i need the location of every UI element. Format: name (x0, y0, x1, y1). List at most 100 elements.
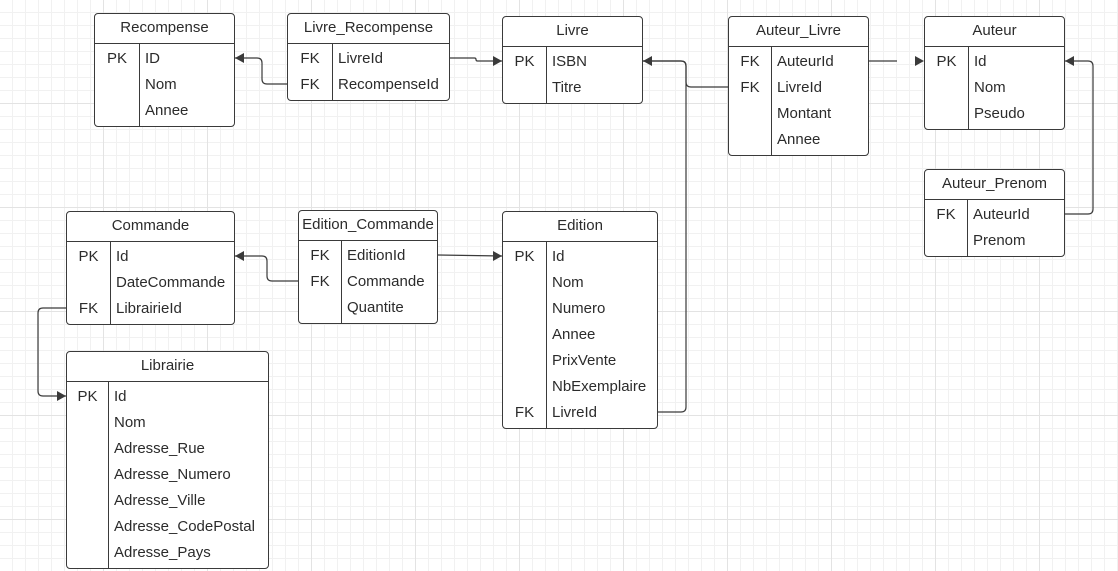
key-marker: PK (106, 50, 127, 67)
attribute-name[interactable]: AuteurId (777, 53, 834, 70)
attribute-name[interactable]: Id (116, 248, 129, 265)
key-marker (67, 488, 108, 514)
key-marker (67, 270, 110, 296)
key-marker: FK (740, 79, 760, 96)
attribute-name[interactable]: Id (552, 248, 565, 265)
key-marker (299, 295, 341, 321)
key-marker: PK (514, 53, 535, 70)
entity-title: Commande (67, 212, 234, 242)
attribute-name[interactable]: Adresse_CodePostal (114, 518, 255, 535)
key-marker (503, 270, 546, 296)
attribute-name[interactable]: Id (114, 388, 127, 405)
attribute-name[interactable]: Id (974, 53, 987, 70)
attribute-name[interactable]: PrixVente (552, 352, 617, 369)
attribute-name[interactable]: Numero (552, 300, 606, 317)
key-marker: FK (310, 273, 330, 290)
attribute-name[interactable]: ISBN (552, 53, 588, 70)
key-marker (95, 72, 139, 98)
attribute-name[interactable]: Annee (145, 102, 189, 119)
attribute-name[interactable]: NbExemplaire (552, 378, 647, 395)
link-auteur-livre-to-livre (643, 60, 728, 88)
key-marker (503, 75, 546, 101)
key-marker (729, 101, 771, 127)
entity-title: Recompense (95, 14, 234, 44)
key-marker (503, 348, 546, 374)
key-marker (67, 436, 108, 462)
attribute-name[interactable]: RecompenseId (338, 76, 439, 93)
key-marker: PK (514, 248, 535, 265)
key-marker: FK (310, 247, 330, 264)
attribute-name[interactable]: Annee (777, 131, 821, 148)
arrowhead (493, 56, 502, 66)
arrowhead (235, 251, 244, 261)
attribute-name[interactable]: Titre (552, 79, 582, 96)
attribute-name[interactable]: Quantite (347, 299, 404, 316)
attribute-name[interactable]: LibrairieId (116, 300, 182, 317)
key-marker: PK (78, 248, 99, 265)
attribute-name[interactable]: ID (145, 50, 160, 67)
attribute-name[interactable]: DateCommande (116, 274, 226, 291)
attribute-name[interactable]: Adresse_Pays (114, 544, 211, 561)
attribute-name[interactable]: Nom (114, 414, 146, 431)
arrowhead (493, 251, 502, 261)
entity-title: Auteur_Livre (729, 17, 868, 47)
attribute-name[interactable]: Adresse_Rue (114, 440, 205, 457)
entity-title: Auteur (925, 17, 1064, 47)
key-marker (503, 296, 546, 322)
key-marker (95, 98, 139, 124)
link-auteur-prenom-to-auteur (1065, 60, 1094, 215)
key-marker: FK (514, 404, 535, 421)
attribute-name[interactable]: Adresse_Numero (114, 466, 231, 483)
attribute-name[interactable]: Adresse_Ville (114, 492, 206, 509)
key-marker (67, 462, 108, 488)
entity-title: Edition (503, 212, 657, 242)
key-marker: PK (936, 53, 957, 70)
key-marker (925, 75, 968, 101)
entity-title: Livre (503, 17, 642, 47)
arrowhead (1065, 56, 1074, 66)
attribute-name[interactable]: LivreId (338, 50, 384, 67)
entity-title: Librairie (67, 352, 268, 382)
arrowhead (57, 391, 66, 401)
entity-title: Livre_Recompense (288, 14, 449, 44)
key-marker (67, 540, 108, 566)
key-marker: FK (936, 206, 956, 223)
attribute-name[interactable]: LivreId (777, 79, 823, 96)
attribute-name[interactable]: Annee (552, 326, 596, 343)
link-livre-recompense-to-recompense (235, 57, 287, 85)
key-marker: PK (77, 388, 98, 405)
key-marker (503, 374, 546, 400)
key-marker: FK (300, 50, 320, 67)
attribute-name[interactable]: Prenom (973, 232, 1026, 249)
key-marker: FK (300, 76, 320, 93)
attribute-name[interactable]: Pseudo (974, 105, 1025, 122)
attribute-name[interactable]: Montant (777, 105, 832, 122)
arrowhead (915, 56, 924, 66)
attribute-name[interactable]: EditionId (347, 247, 406, 264)
link-edition-commande-to-commande (235, 255, 298, 282)
attribute-name[interactable]: AuteurId (973, 206, 1030, 223)
attribute-name[interactable]: Nom (974, 79, 1006, 96)
attribute-name[interactable]: Nom (145, 76, 177, 93)
key-marker (925, 228, 967, 254)
arrowhead (643, 56, 652, 66)
attribute-name[interactable]: LivreId (552, 404, 598, 421)
arrowhead (235, 53, 244, 63)
key-marker (925, 101, 968, 127)
entity-title: Auteur_Prenom (925, 170, 1064, 200)
attribute-name[interactable]: Commande (347, 273, 425, 290)
attribute-name[interactable]: Nom (552, 274, 584, 291)
key-marker (67, 410, 108, 436)
key-marker: FK (740, 53, 760, 70)
